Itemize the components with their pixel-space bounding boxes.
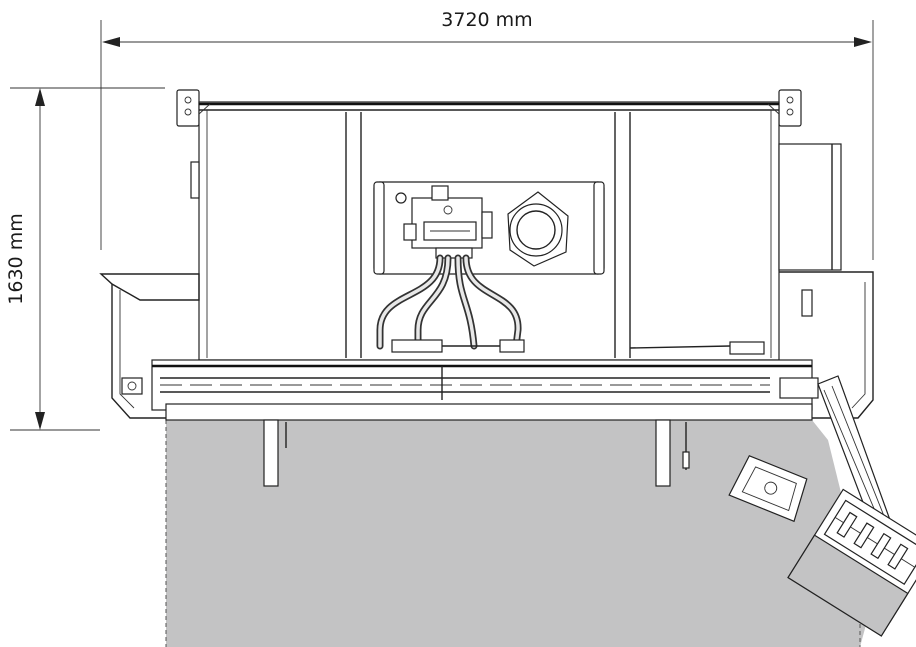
bracket-basket <box>728 454 808 523</box>
support-legs <box>263 419 690 487</box>
valve-block <box>403 185 493 259</box>
right-lifting-lug <box>778 89 802 127</box>
right-side-box <box>778 143 842 271</box>
control-panel <box>787 488 916 637</box>
height-label: 1630 mm <box>5 213 27 304</box>
chassis <box>99 271 874 421</box>
width-label: 3720 mm <box>441 9 532 31</box>
hydraulic-hoses <box>376 254 765 355</box>
motor-flange <box>507 191 569 267</box>
left-lifting-lug <box>176 89 200 127</box>
width-dimension: 3720 mm <box>100 9 874 260</box>
height-dimension: 1630 mm <box>5 87 165 431</box>
